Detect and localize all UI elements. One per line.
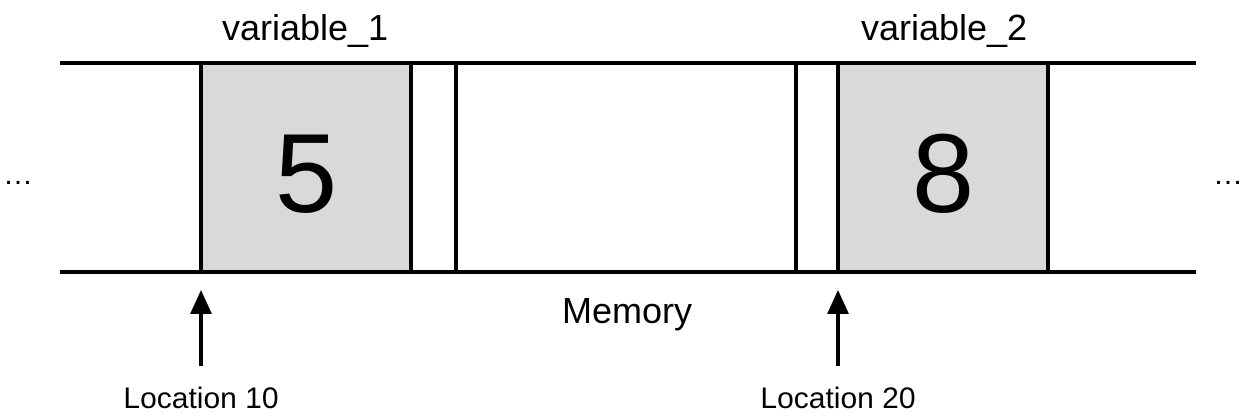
memory-cell-variable-1: 5	[199, 61, 413, 274]
cell-box	[199, 61, 413, 274]
ellipsis-left: …	[3, 158, 33, 191]
cell-value: 8	[912, 111, 974, 236]
variable-name-label: variable_2	[861, 7, 1027, 48]
variable-name-label: variable_1	[222, 7, 388, 48]
location-label: Location 10	[123, 382, 278, 415]
arrow-head-icon	[827, 290, 849, 314]
memory-cell-variable-2: 8	[836, 61, 1050, 274]
cell-value: 5	[275, 111, 337, 236]
cell-box	[836, 61, 1050, 274]
location-label: Location 20	[760, 382, 915, 415]
arrow-head-icon	[190, 290, 212, 314]
location-arrow-10	[190, 290, 212, 366]
memory-label: Memory	[562, 290, 692, 331]
location-arrow-20	[827, 290, 849, 366]
ellipsis-right: …	[1213, 158, 1243, 191]
